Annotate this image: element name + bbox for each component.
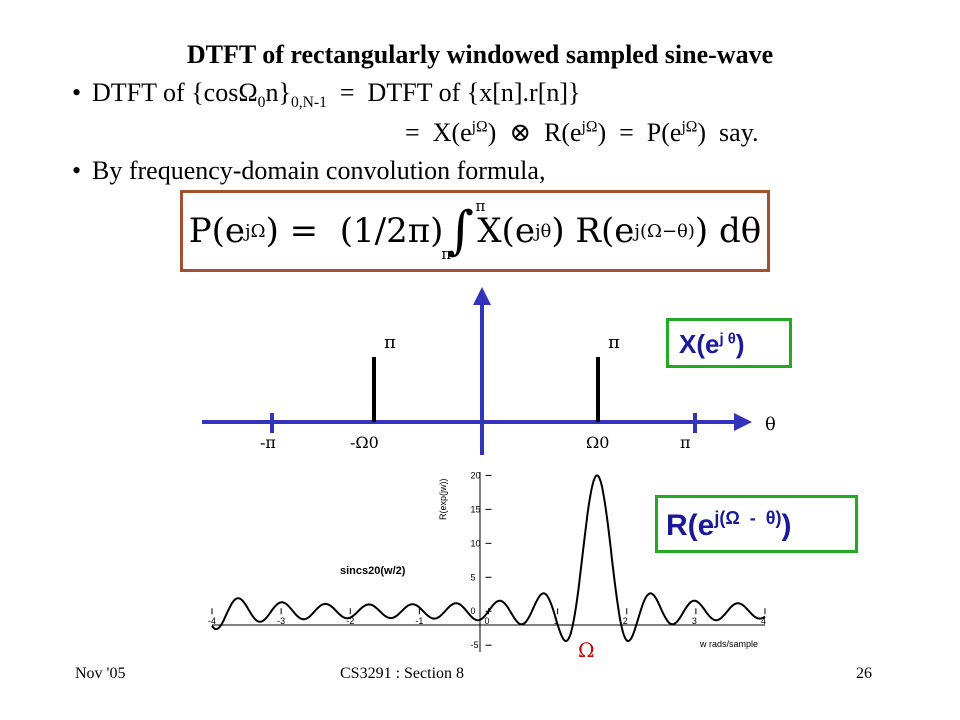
y-tick-label: 10 bbox=[471, 538, 481, 548]
r-spectrum-label-box: R(ej(Ω - θ)) bbox=[655, 495, 858, 553]
impulse-label-left: π bbox=[384, 332, 396, 353]
r-box-sup: j(Ω - θ) bbox=[714, 508, 782, 528]
x-tick-label: -1 bbox=[415, 616, 423, 626]
y-tick-label: 15 bbox=[471, 504, 481, 514]
impulse-label-right: π bbox=[608, 332, 620, 353]
x-tick-label: -3 bbox=[277, 616, 285, 626]
x-box-sup: j θ bbox=[719, 330, 736, 348]
theta-axis-label: θ bbox=[765, 414, 776, 435]
x-tick-label: -4 bbox=[208, 616, 216, 626]
line2-end: ) say. bbox=[697, 118, 759, 147]
footer-course: CS3291 : Section 8 bbox=[340, 665, 465, 682]
line2-sup3: jΩ bbox=[681, 118, 698, 136]
omega-symbol: Ω bbox=[238, 78, 258, 107]
y-tick-label: 5 bbox=[471, 572, 476, 582]
tick-label-pos-omega0: Ω0 bbox=[586, 433, 609, 452]
line2-sup2: jΩ bbox=[581, 118, 598, 136]
x-box-label: X(e bbox=[679, 329, 720, 359]
x-tick-label: -2 bbox=[346, 616, 354, 626]
horizontal-axis-arrow bbox=[734, 413, 752, 431]
slide-title: DTFT of rectangularly windowed sampled s… bbox=[186, 40, 774, 69]
y-tick-label: 0 bbox=[471, 606, 476, 616]
bullet-line-1: • DTFT of {cosΩ0n}0,N-1 = DTFT of {x[n].r… bbox=[72, 78, 581, 112]
line2-sup1: jΩ bbox=[471, 118, 488, 136]
line2-part1: = X(e bbox=[405, 118, 472, 147]
sinc-y-ticks: 20 15 10 5 0 -5 bbox=[471, 470, 492, 650]
integral-glyph: ∫ bbox=[446, 201, 474, 261]
sinc-x-label: w rads/sample bbox=[699, 639, 758, 649]
integral-upper: π bbox=[475, 197, 486, 215]
x-tick-label: 0 bbox=[485, 616, 490, 626]
bullet-line-3: • By frequency-domain convolution formula… bbox=[72, 156, 545, 186]
bullet-dot: • bbox=[72, 156, 82, 185]
r-box-label: R(e bbox=[666, 509, 715, 542]
tick-label-neg-pi: -π bbox=[260, 433, 276, 452]
x-tick-label: 3 bbox=[692, 616, 697, 626]
range-sub: 0,N-1 bbox=[290, 94, 327, 112]
y-tick-label: 20 bbox=[471, 470, 481, 480]
line3-text: By frequency-domain convolution formula, bbox=[92, 156, 546, 185]
formula-mid-sup: j(Ω−θ) bbox=[634, 220, 695, 242]
integral-sign: ∫ π π bbox=[441, 197, 485, 263]
footer-date: Nov '05 bbox=[75, 665, 126, 682]
equation-line-2: = X(ejΩ) ⊗ R(ejΩ) = P(ejΩ) say. bbox=[405, 118, 759, 148]
sinc-curve bbox=[211, 474, 766, 643]
x-tick-label: 4 bbox=[761, 616, 766, 626]
omega-marker: Ω bbox=[578, 638, 595, 662]
sinc-inner-title: sincs20(w/2) bbox=[340, 565, 406, 577]
formula-lhs-sup: jΩ bbox=[245, 220, 266, 242]
line2-part3: ) = P(e bbox=[597, 118, 682, 147]
formula-body-sup: jθ bbox=[534, 220, 552, 242]
formula-end: ) dθ bbox=[694, 211, 762, 251]
omega-sub: 0 bbox=[257, 94, 266, 112]
line2-part2: ) ⊗ R(e bbox=[487, 118, 582, 147]
sinc-y-label: R(exp(jw)) bbox=[438, 478, 448, 520]
vertical-axis-arrow bbox=[473, 287, 491, 305]
formula-eq: ) = (1/2π) bbox=[265, 211, 444, 251]
y-tick-label: -5 bbox=[471, 640, 479, 650]
x-spectrum-label-box: X(ej θ) bbox=[666, 318, 792, 368]
integral-lower: π bbox=[441, 245, 452, 263]
spectrum-diagram: π π -π -Ω0 Ω0 π θ bbox=[202, 287, 776, 455]
formula-body: X(e bbox=[477, 211, 535, 251]
x-tick-label: 2 bbox=[623, 616, 628, 626]
x-box-end: ) bbox=[735, 329, 745, 359]
line1-prefix: DTFT of {cos bbox=[92, 78, 239, 107]
tick-label-pos-pi: π bbox=[680, 433, 691, 452]
formula-mid: ) R(e bbox=[551, 211, 635, 251]
line1-after: n} bbox=[265, 78, 291, 107]
tick-label-neg-omega0: -Ω0 bbox=[350, 433, 379, 452]
bullet-dot: • bbox=[72, 78, 82, 107]
footer-page-number: 26 bbox=[856, 665, 872, 682]
line1-rest: = DTFT of {x[n].r[n]} bbox=[326, 78, 581, 107]
r-box-end: ) bbox=[781, 509, 792, 542]
formula-lhs: P(e bbox=[188, 211, 246, 251]
